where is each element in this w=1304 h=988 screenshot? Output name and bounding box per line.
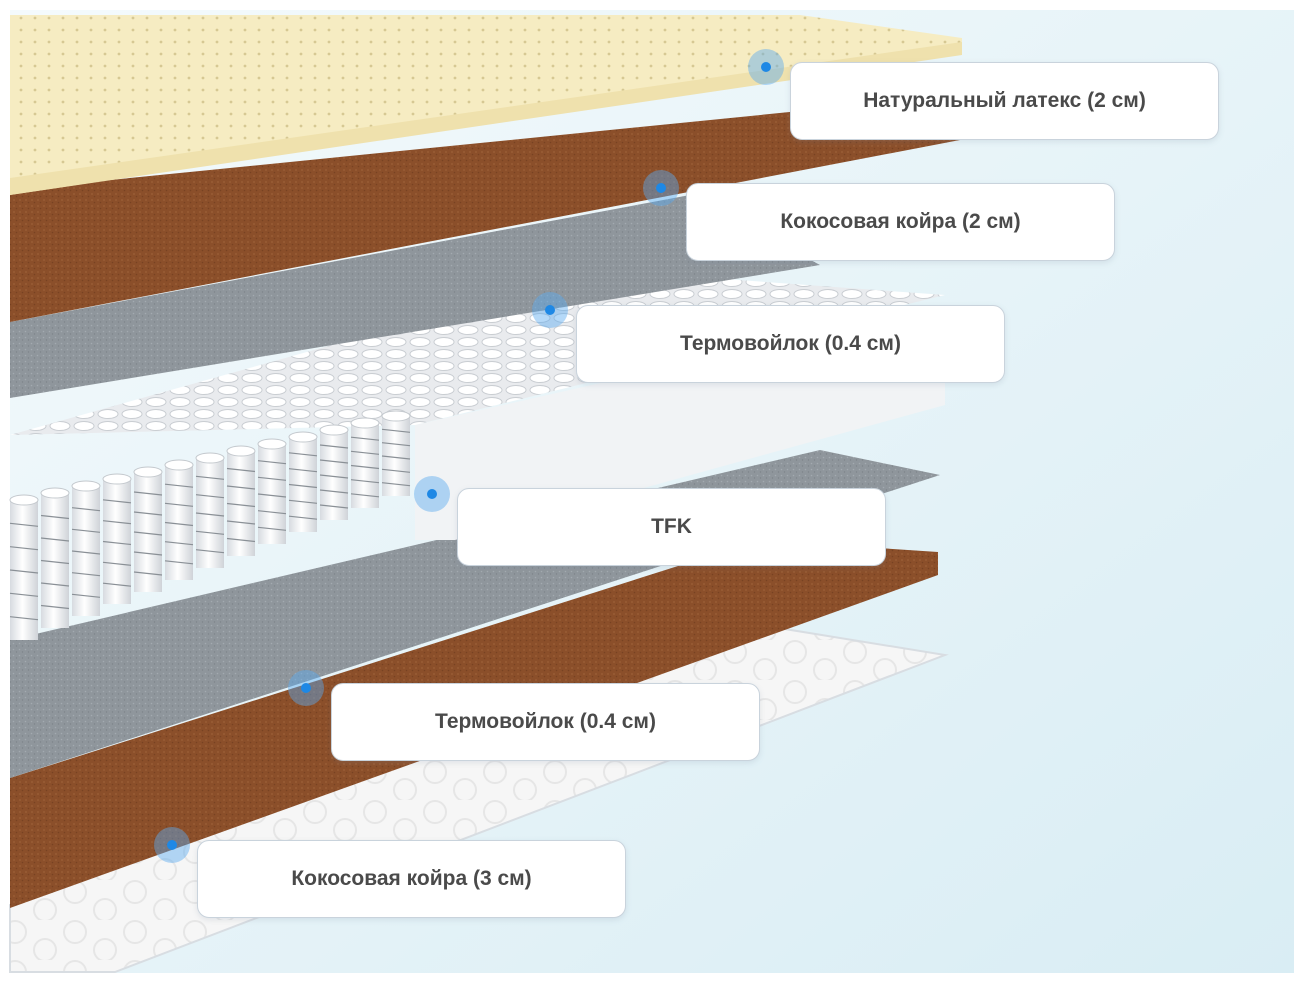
label-felt-bottom: Термовойлок (0.4 см)	[331, 683, 760, 761]
coir-top-layer	[10, 95, 960, 322]
spring-coil	[226, 445, 256, 556]
spring-coil	[381, 410, 411, 496]
spring-coil	[350, 417, 380, 508]
spring-coil	[164, 459, 194, 580]
spring-coil	[71, 480, 101, 616]
label-coir-top: Кокосовая койра (2 см)	[686, 183, 1115, 261]
spring-coil	[319, 424, 349, 520]
label-latex: Натуральный латекс (2 см)	[790, 62, 1219, 140]
spring-coil	[102, 473, 132, 604]
spring-coil	[9, 494, 39, 640]
latex-edge	[10, 42, 962, 195]
marker-springs[interactable]	[414, 476, 450, 512]
marker-coir-top[interactable]	[643, 170, 679, 206]
spring-coil	[133, 466, 163, 592]
spring-coil	[257, 438, 287, 544]
marker-felt-bottom[interactable]	[288, 670, 324, 706]
marker-felt-top[interactable]	[532, 292, 568, 328]
label-coir-bottom: Кокосовая койра (3 см)	[197, 840, 626, 918]
marker-coir-bottom[interactable]	[154, 827, 190, 863]
label-springs: TFK	[457, 488, 886, 566]
spring-coil	[40, 487, 70, 628]
label-felt-top: Термовойлок (0.4 см)	[576, 305, 1005, 383]
spring-coil	[195, 452, 225, 568]
felt-top-layer	[10, 195, 820, 398]
spring-coil	[288, 431, 318, 532]
marker-latex[interactable]	[748, 49, 784, 85]
pocket-springs	[9, 410, 411, 640]
